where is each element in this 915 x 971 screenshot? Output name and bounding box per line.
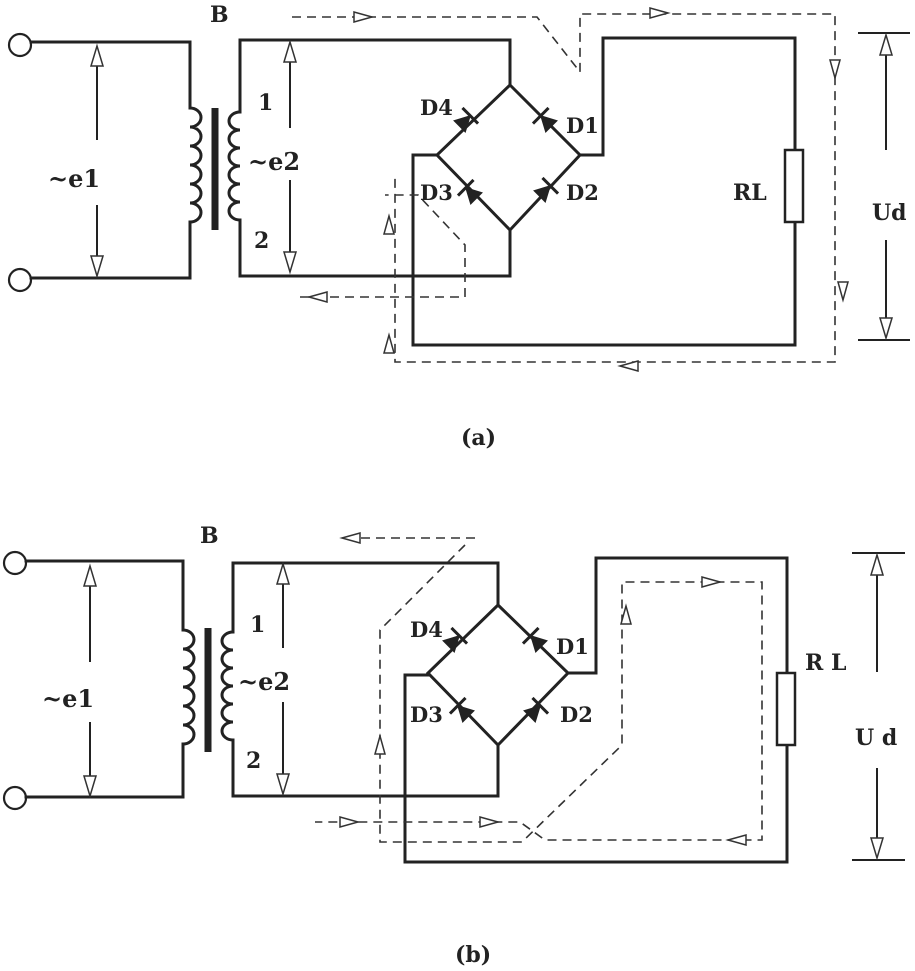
diode-d3-symbol (456, 178, 483, 205)
primary-voltage-label: ~e1 (42, 684, 94, 713)
primary-wire-top (24, 559, 185, 632)
primary-wire-top (29, 40, 192, 110)
output-wire-positive (566, 556, 789, 675)
diode-d1-symbol (521, 626, 548, 653)
output-wire-negative (411, 153, 797, 347)
input-terminal-bottom (7, 267, 33, 293)
secondary-voltage-label: ~e2 (238, 667, 290, 696)
panel-b: B ~e1 ~e2 1 2 D1 D2 D3 D4 R L U d (b) (2, 523, 905, 968)
secondary-coil (227, 110, 241, 222)
transformer-label: B (200, 523, 219, 549)
bridge-diamond (425, 602, 571, 748)
panel-a: B ~e1 ~e2 1 2 D1 D2 D3 D4 RL Ud (a) (7, 2, 910, 451)
e2-voltage-arrow (275, 561, 291, 797)
input-terminal-bottom (2, 785, 28, 811)
output-voltage-label: Ud (872, 200, 907, 226)
e2-voltage-arrow (282, 39, 298, 275)
load-resistor (775, 671, 797, 747)
diode-d2-symbol (533, 176, 560, 203)
primary-voltage-label: ~e1 (48, 164, 100, 193)
terminal-2-label: 2 (254, 228, 269, 254)
diode-d2-symbol (523, 696, 550, 723)
secondary-wire-top (231, 561, 500, 634)
diode-d4-label: D4 (420, 95, 453, 120)
diode-d4-label: D4 (410, 617, 443, 642)
e1-voltage-arrow (89, 43, 105, 279)
diode-d1-label: D1 (566, 113, 599, 138)
ud-voltage-arrow (852, 552, 905, 861)
input-terminal-top (7, 32, 33, 58)
e1-voltage-arrow (82, 563, 98, 799)
diode-d4-symbol (453, 106, 480, 133)
diode-d1-label: D1 (556, 634, 589, 659)
current-path-a (292, 7, 849, 372)
panel-a-caption: (a) (461, 425, 496, 451)
secondary-coil (220, 630, 234, 742)
diode-d2-label: D2 (566, 180, 599, 205)
panel-b-caption: (b) (455, 942, 491, 968)
diode-d3-symbol (448, 696, 475, 723)
load-label: R L (805, 650, 846, 676)
bridge-diamond (434, 82, 583, 233)
transformer-label: B (210, 2, 229, 28)
terminal-1-label: 1 (258, 90, 273, 116)
diode-d3-label: D3 (410, 702, 443, 727)
primary-coil (182, 628, 196, 746)
secondary-wire-bottom (231, 738, 500, 798)
output-wire-negative (403, 673, 789, 864)
secondary-wire-top (238, 38, 512, 114)
diode-d2-label: D2 (560, 702, 593, 727)
primary-wire-bottom (24, 742, 185, 799)
diode-d1-symbol (531, 106, 558, 133)
diode-d4-symbol (442, 626, 469, 653)
output-voltage-label: U d (855, 725, 897, 751)
secondary-voltage-label: ~e2 (248, 147, 300, 176)
terminal-1-label: 1 (250, 612, 265, 638)
ud-voltage-arrow (858, 32, 910, 341)
load-label: RL (733, 180, 767, 206)
terminal-2-label: 2 (246, 748, 261, 774)
secondary-wire-bottom (238, 218, 512, 278)
primary-wire-bottom (29, 220, 192, 280)
primary-coil (189, 106, 203, 224)
current-path-b (315, 532, 763, 846)
diode-d3-label: D3 (420, 180, 453, 205)
load-resistor (783, 148, 805, 224)
output-wire-positive (578, 36, 797, 157)
input-terminal-top (2, 550, 28, 576)
